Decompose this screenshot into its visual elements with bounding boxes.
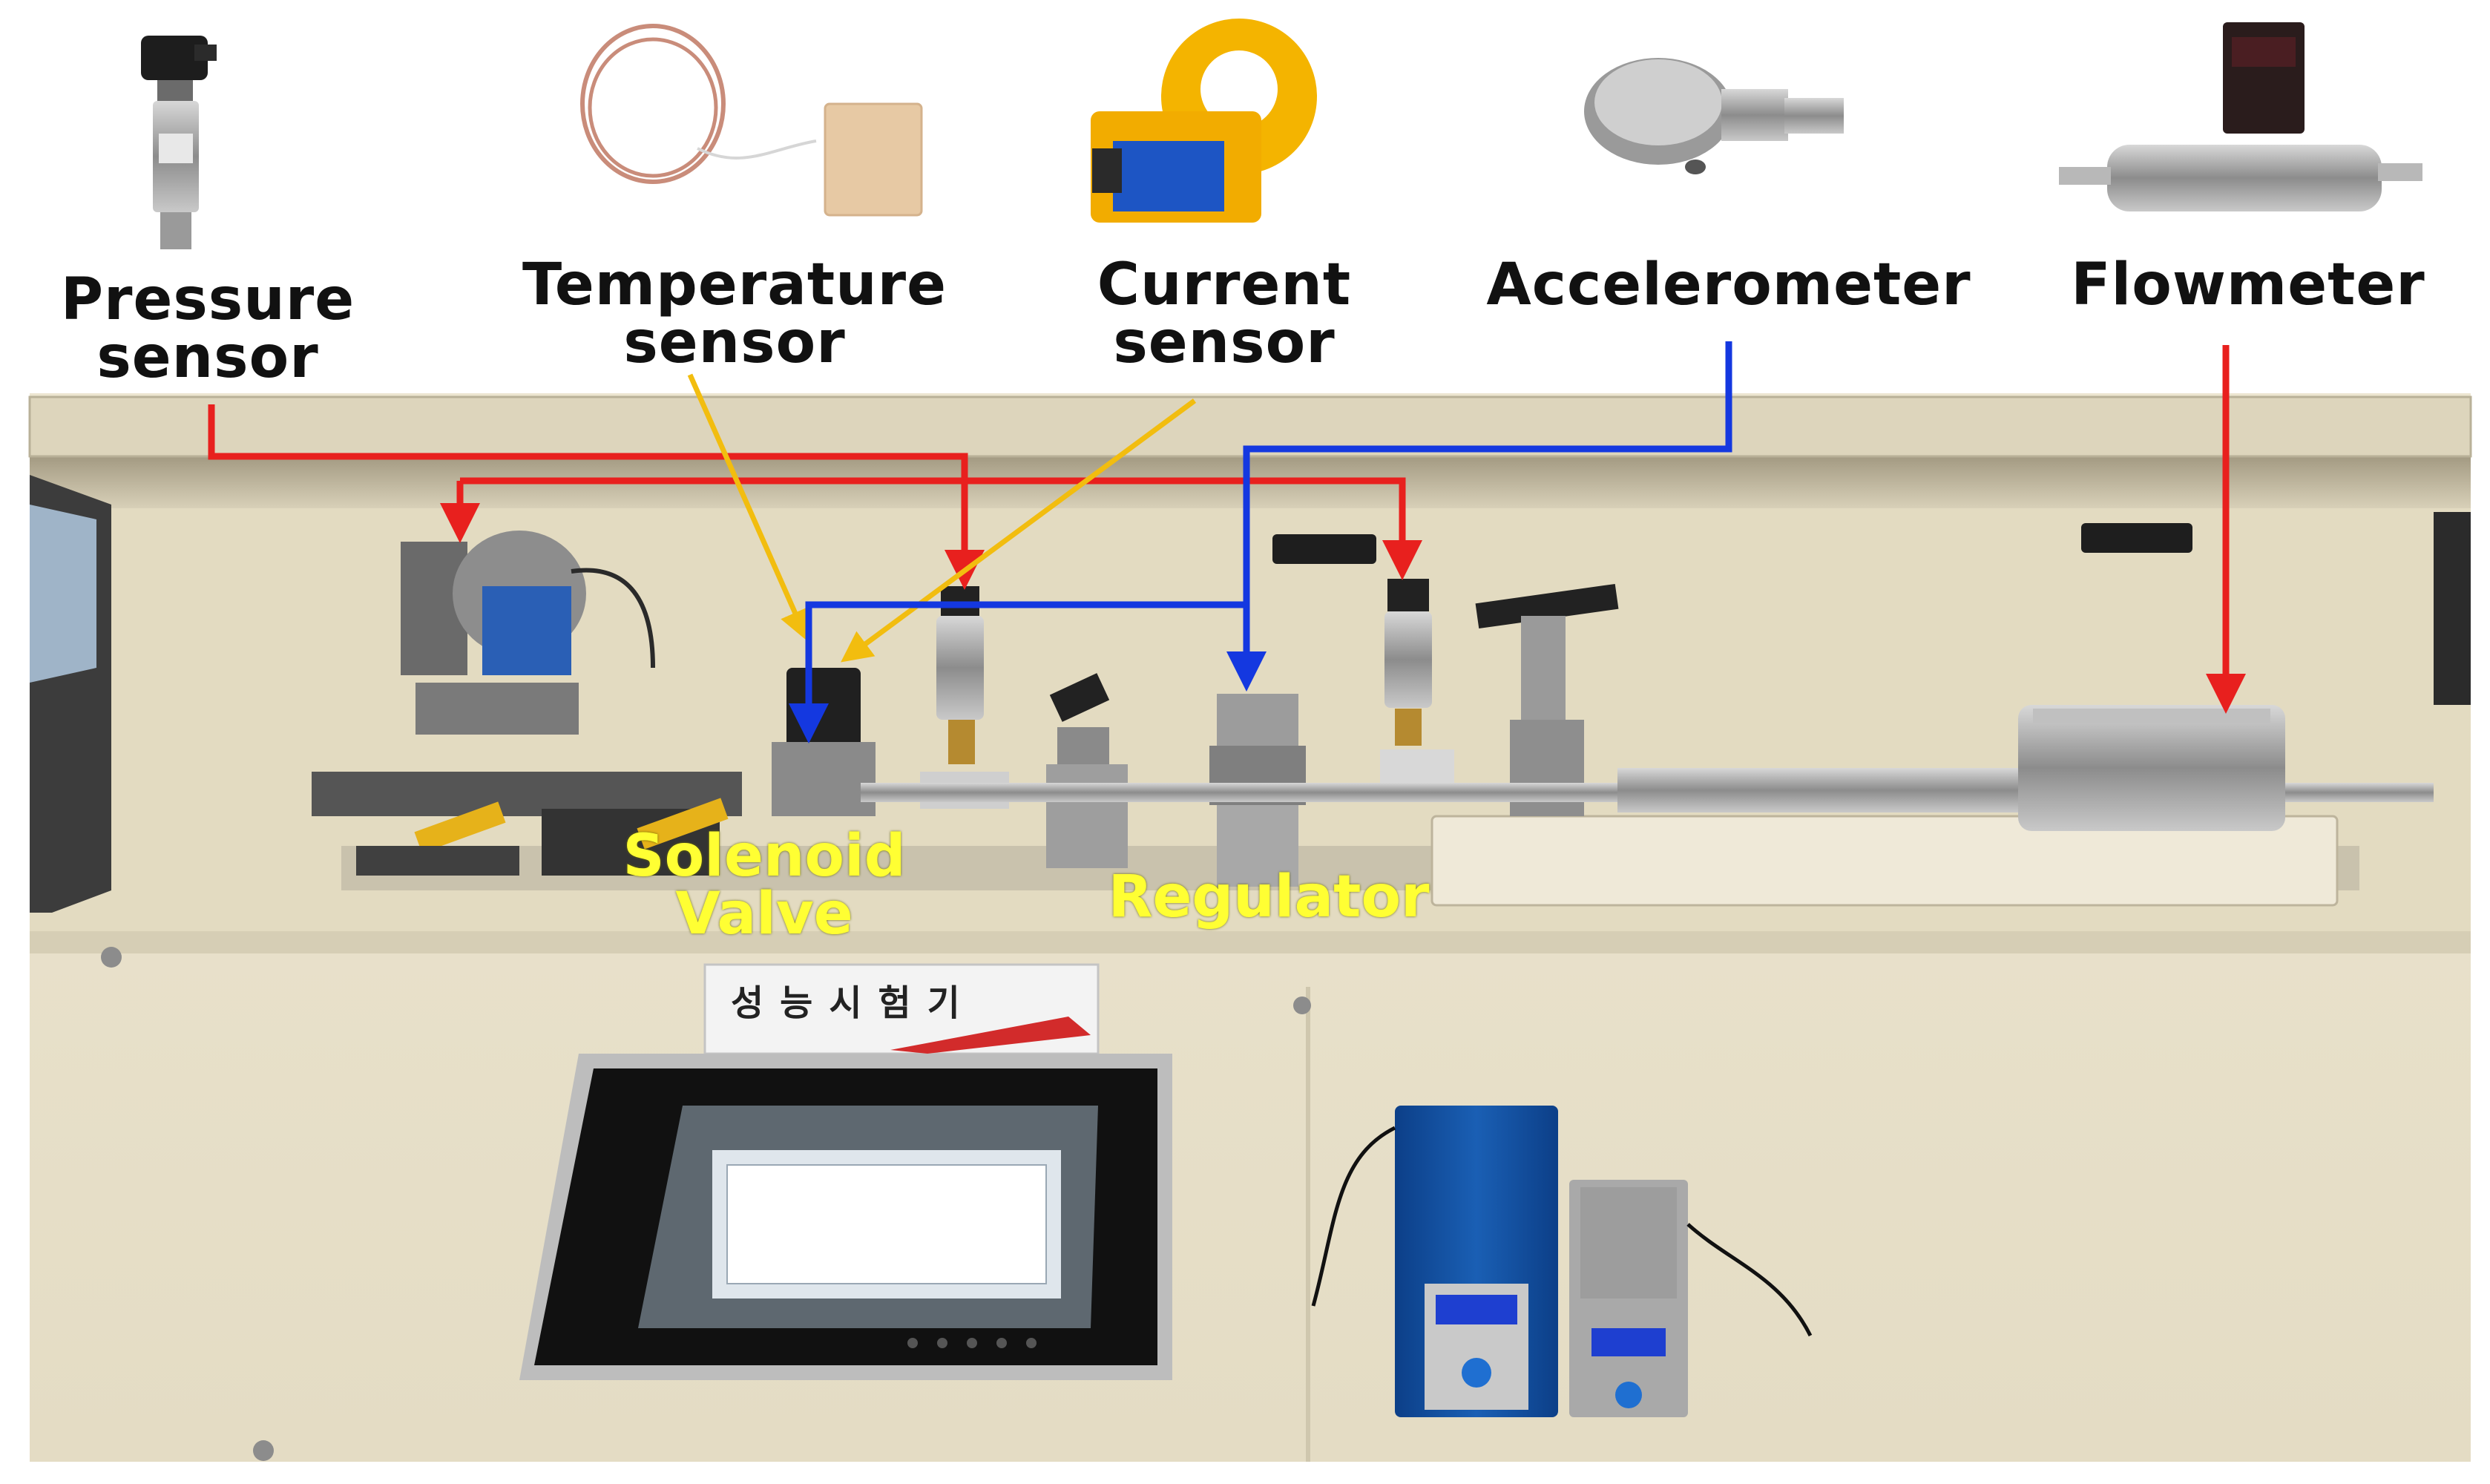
accelerometer-photo [1584, 58, 1844, 174]
controller-unit-grey [1569, 1180, 1688, 1417]
controller-unit-blue [1395, 1106, 1558, 1417]
hmi-touchscreen [519, 1054, 1172, 1380]
controller-cables [1311, 1126, 1813, 1337]
pressure-sensor-photo [141, 36, 217, 249]
cabinet-sign-text: 성능시험기 [731, 982, 976, 1024]
solenoid-valve [772, 668, 876, 816]
pressure-sensor-label: Pressure sensor [60, 266, 355, 391]
current-sensor-label: Current sensor [1097, 252, 1352, 376]
needle-valve-1 [1046, 673, 1128, 868]
temperature-current-arrows [687, 373, 1197, 663]
left-valve-assembly [312, 772, 742, 876]
regulator-label: Regulator [1108, 864, 1430, 930]
accelerometer-arrows [789, 341, 1732, 743]
flowmeter-on-bench [2018, 705, 2285, 831]
flowmeter-label: Flowmeter [2071, 252, 2425, 318]
pressure-sensor-arrows [208, 345, 2246, 714]
bench-label-plate [1272, 534, 1376, 564]
pressure-transducer-left [920, 586, 1009, 809]
bench-label-plate-right [2081, 523, 2192, 553]
temperature-sensor-label: Temperature sensor [522, 252, 947, 376]
accelerometer-label: Accelerometer [1486, 252, 1971, 318]
solenoid-valve-label: Solenoid Valve [622, 823, 906, 948]
temperature-sensor-photo [580, 24, 923, 217]
current-sensor-photo [1091, 19, 1317, 223]
cabinet-sign-card [703, 963, 1100, 1055]
pump-motor [401, 531, 655, 735]
flowmeter-photo [2059, 22, 2422, 211]
